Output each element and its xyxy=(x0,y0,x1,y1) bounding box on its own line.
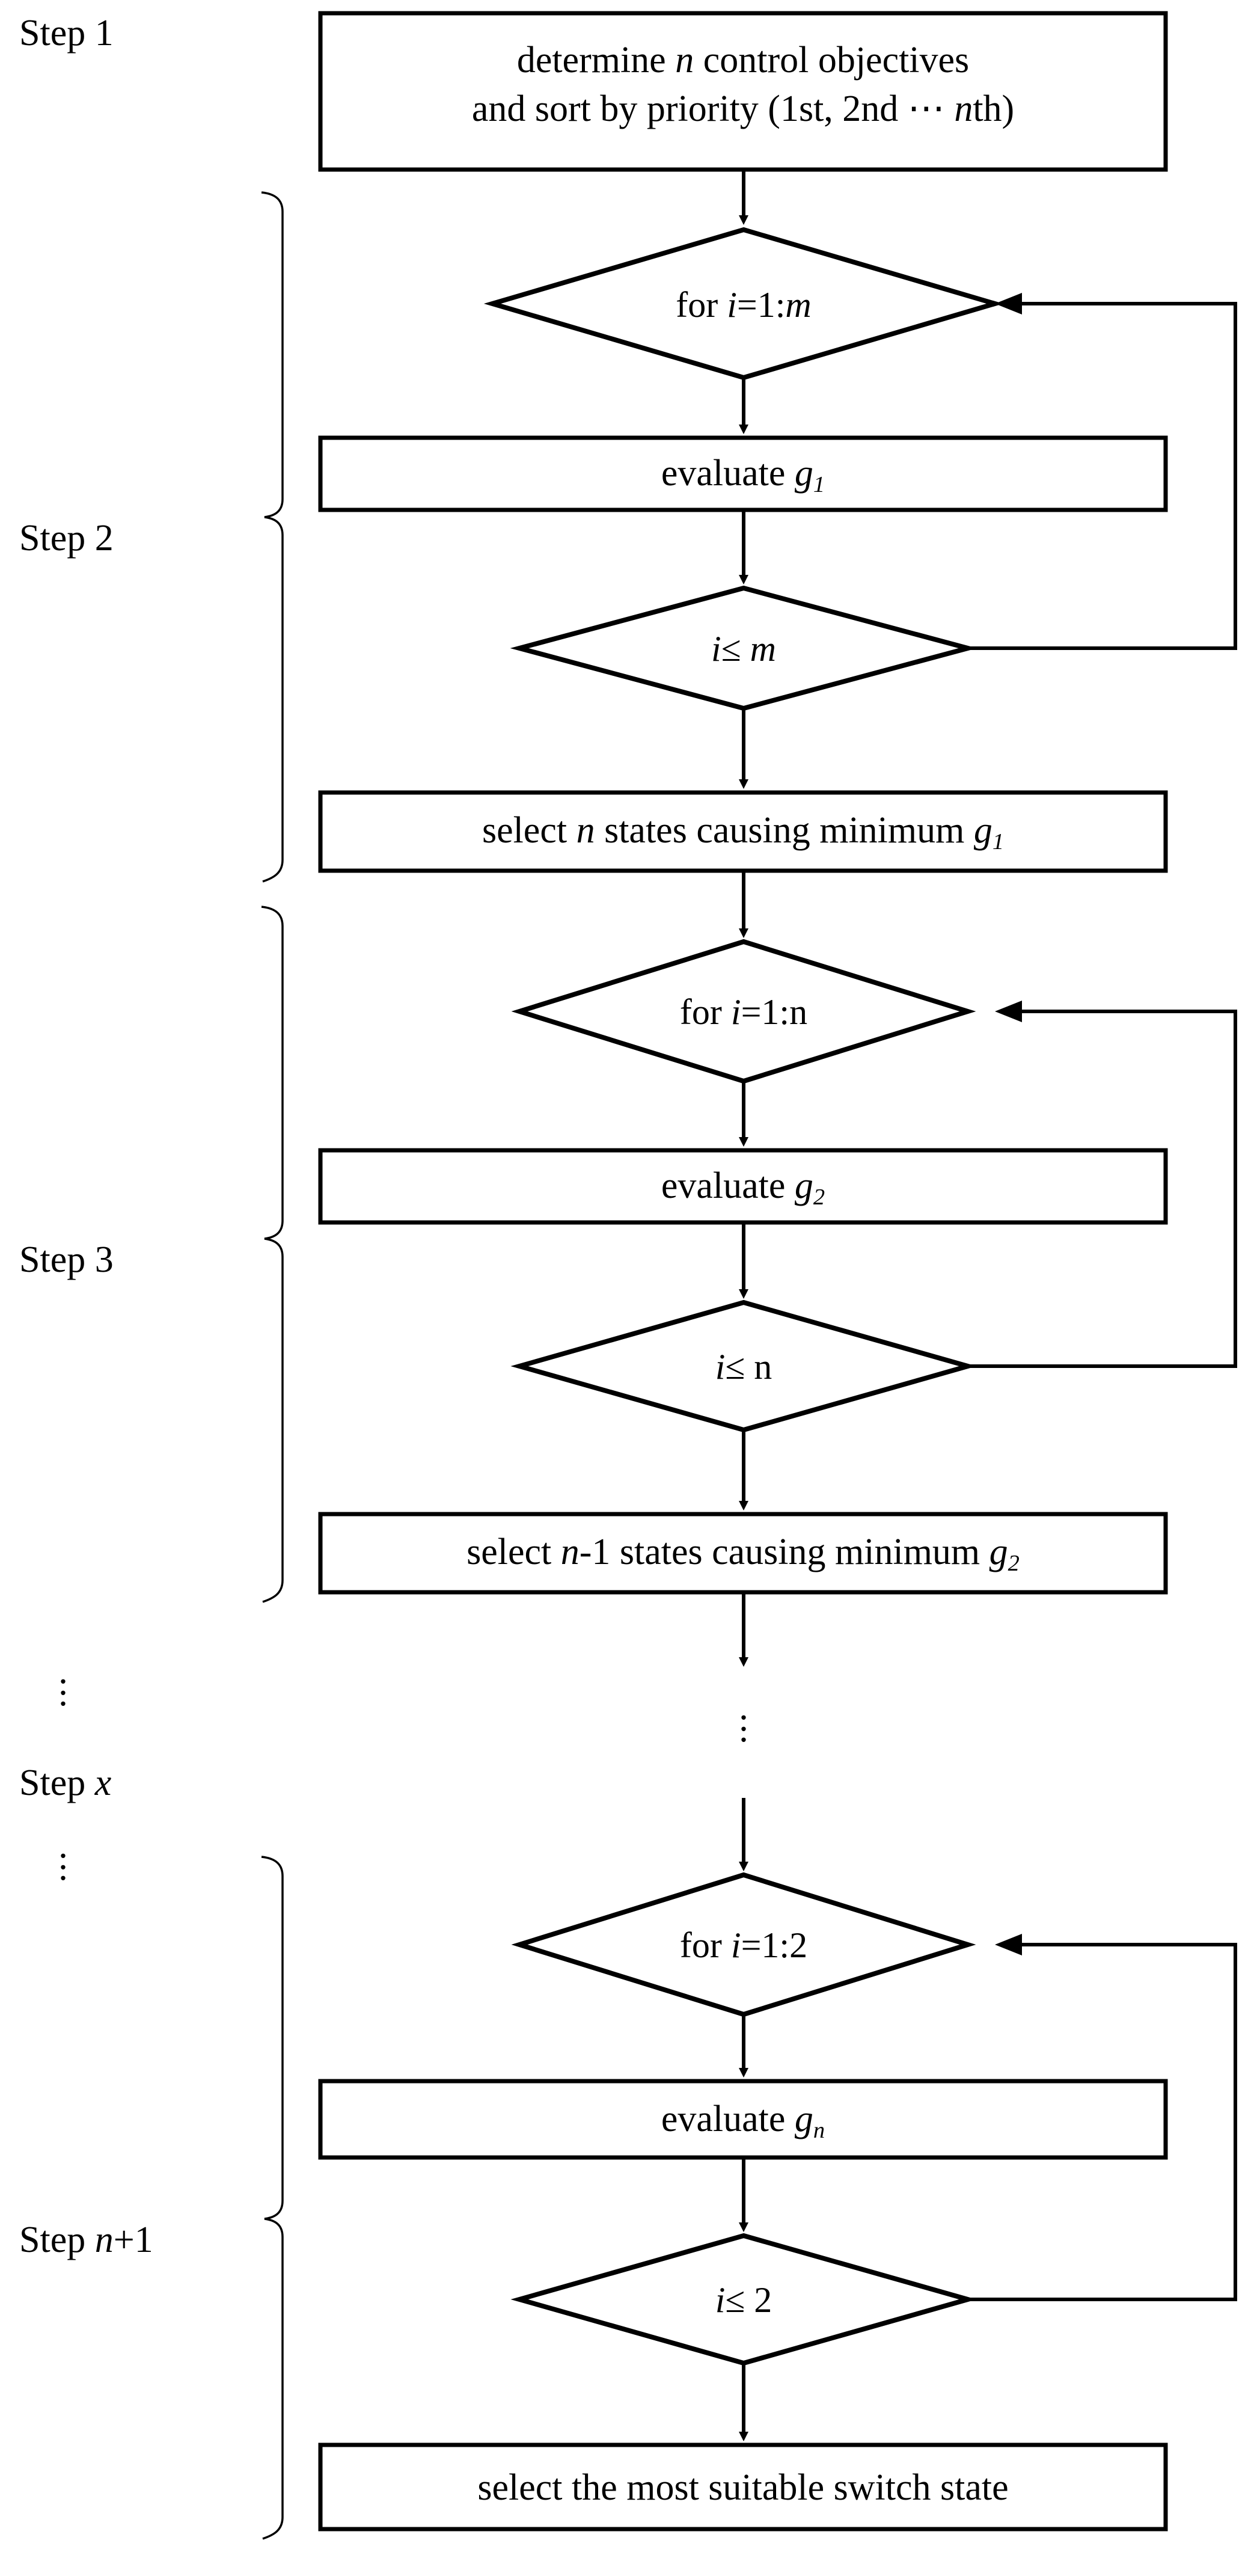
feedback-loop-2 xyxy=(968,1010,1237,1368)
ellipsis-above-step-x: ... xyxy=(58,1651,68,1714)
brace-step2 xyxy=(261,191,284,883)
loop1-diamond xyxy=(483,227,1004,381)
feedback-loop-3-arrowhead xyxy=(995,1934,1022,1955)
eval1-box xyxy=(318,435,1168,512)
eval3-box xyxy=(318,2079,1168,2160)
feedback-loop-2-arrowhead xyxy=(995,1001,1022,1022)
feedback-loop-1-arrowhead xyxy=(995,293,1022,314)
step-label-n-plus-1: Step n+1 xyxy=(19,2219,153,2260)
select1-box xyxy=(318,790,1168,873)
cond3-diamond xyxy=(510,2233,977,2366)
loop2-diamond xyxy=(511,939,976,1084)
final-box xyxy=(318,2443,1168,2532)
start-box xyxy=(318,11,1168,172)
feedback-loop-1 xyxy=(968,302,1237,650)
select2-box xyxy=(318,1512,1168,1595)
cond2-diamond xyxy=(510,1299,977,1433)
brace-step3 xyxy=(261,906,284,1603)
ellipsis-flow-line: ... xyxy=(739,1687,748,1750)
step-label-1: Step 1 xyxy=(19,13,114,54)
brace-stepn1 xyxy=(261,1856,284,2540)
step-label-x: Step x xyxy=(19,1762,112,1803)
step-label-2: Step 2 xyxy=(19,518,114,559)
cond1-diamond xyxy=(510,585,977,711)
ellipsis-below-step-x: ... xyxy=(58,1825,68,1889)
feedback-loop-3 xyxy=(968,1943,1237,2301)
step-label-3: Step 3 xyxy=(19,1239,114,1280)
eval2-box xyxy=(318,1148,1168,1225)
loop3-diamond xyxy=(511,1872,976,2017)
